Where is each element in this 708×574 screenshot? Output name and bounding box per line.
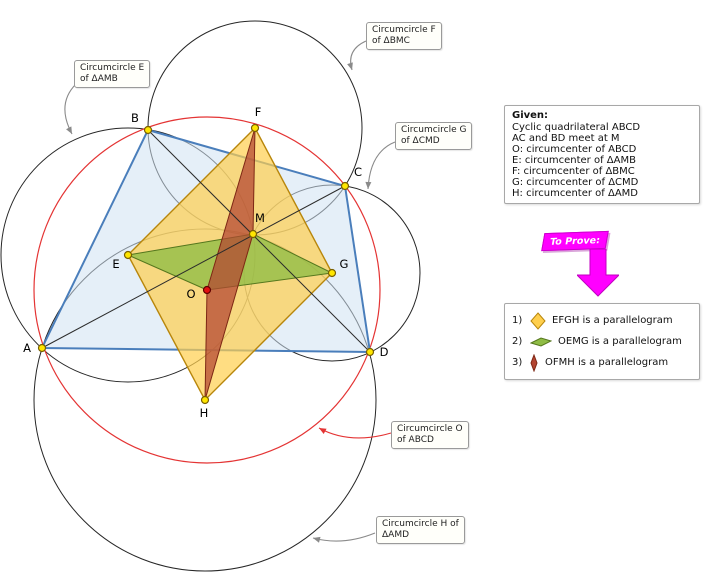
callout-circumcircle-F: Circumcircle F of ΔBMC bbox=[366, 22, 442, 50]
callout-circumcircle-H: Circumcircle H of ΔAMD bbox=[376, 516, 465, 544]
callout-text: Circumcircle H of bbox=[382, 519, 459, 529]
label-A: A bbox=[23, 341, 31, 355]
label-H: H bbox=[200, 406, 209, 420]
callout-circumcircle-O: Circumcircle O of ABCD bbox=[391, 421, 469, 449]
given-box: Given: Cyclic quadrilateral ABCD AC and … bbox=[504, 105, 700, 204]
label-F: F bbox=[255, 105, 262, 119]
prove-item-3: 3) OFMH is a parallelogram bbox=[512, 352, 692, 373]
label-M: M bbox=[255, 211, 265, 225]
point-A bbox=[37, 343, 47, 353]
point-M bbox=[248, 229, 258, 239]
leader-to-circle-O-arrowhead-icon bbox=[319, 428, 327, 434]
leader-to-circle-H-arrowhead-icon bbox=[313, 536, 321, 543]
given-line: F: circumcenter of ΔBMC bbox=[512, 166, 635, 177]
point-H bbox=[200, 395, 210, 405]
given-line: AC and BD meet at M bbox=[512, 133, 620, 144]
down-block-arrow-shape bbox=[577, 249, 619, 297]
yellow-parallelogram-icon bbox=[530, 311, 546, 330]
given-title: Given: bbox=[512, 110, 549, 121]
callout-text: Circumcircle F bbox=[372, 25, 436, 35]
prove-item-number: 2) bbox=[512, 336, 523, 347]
to-prove-label: To Prove: bbox=[549, 234, 601, 248]
point-F bbox=[250, 123, 260, 133]
point-B bbox=[143, 125, 153, 135]
prove-item-1: 1) EFGH is a parallelogram bbox=[512, 310, 692, 331]
label-D: D bbox=[380, 345, 389, 359]
point-D bbox=[365, 347, 375, 357]
leader-to-circle-E bbox=[64, 83, 77, 135]
prove-item-text: OEMG is a parallelogram bbox=[558, 336, 682, 347]
leader-to-circle-G-arrowhead-icon bbox=[365, 181, 372, 189]
prove-item-text: OFMH is a parallelogram bbox=[545, 357, 669, 368]
callout-text: Circumcircle E bbox=[80, 63, 145, 73]
label-B: B bbox=[131, 111, 139, 125]
leader-to-circle-G bbox=[367, 141, 396, 190]
given-line: H: circumcenter of ΔAMD bbox=[512, 188, 638, 199]
leader-to-circle-F-arrowhead-icon bbox=[347, 62, 353, 70]
label-E: E bbox=[112, 257, 119, 271]
leader-to-circle-E-arrowhead-icon bbox=[66, 126, 72, 134]
label-C: C bbox=[354, 165, 362, 179]
prove-box: 1) EFGH is a parallelogram 2) OEMG is a … bbox=[504, 303, 700, 380]
given-line: E: circumcenter of ΔAMB bbox=[512, 155, 636, 166]
red-parallelogram-icon bbox=[530, 353, 538, 372]
callout-text: of ΔBMC bbox=[372, 36, 410, 46]
green-parallelogram-icon bbox=[530, 336, 552, 347]
circumcircle-O-of-ABCD bbox=[33, 116, 381, 464]
prove-item-number: 3) bbox=[512, 357, 523, 368]
label-G: G bbox=[340, 257, 349, 271]
down-block-arrow-icon bbox=[577, 249, 619, 297]
callout-text: ΔAMD bbox=[382, 530, 410, 540]
callout-text: Circumcircle O bbox=[397, 424, 463, 434]
callout-text: of ΔAMB bbox=[80, 74, 118, 84]
leader-to-circle-F bbox=[350, 40, 367, 71]
given-line: O: circumcenter of ABCD bbox=[512, 144, 637, 155]
point-E bbox=[123, 250, 133, 260]
point-C bbox=[340, 181, 350, 191]
prove-item-text: EFGH is a parallelogram bbox=[552, 315, 673, 326]
diagonal-AC bbox=[41, 185, 346, 349]
given-line: G: circumcenter of ΔCMD bbox=[512, 177, 639, 188]
leader-to-circle-O bbox=[318, 427, 392, 439]
point-O bbox=[202, 285, 212, 295]
label-O: O bbox=[186, 287, 195, 301]
callout-text: Circumcircle G bbox=[401, 125, 467, 135]
leader-to-circle-H bbox=[312, 532, 376, 542]
callout-circumcircle-G: Circumcircle G of ΔCMD bbox=[395, 122, 473, 150]
prove-item-number: 1) bbox=[512, 315, 523, 326]
callout-text: of ABCD bbox=[397, 435, 434, 445]
point-G bbox=[327, 268, 337, 278]
given-line: Cyclic quadrilateral ABCD bbox=[512, 122, 641, 133]
diagonal-BD bbox=[147, 129, 371, 353]
callout-circumcircle-E: Circumcircle E of ΔAMB bbox=[74, 60, 151, 88]
callout-text: of ΔCMD bbox=[401, 136, 440, 146]
prove-item-2: 2) OEMG is a parallelogram bbox=[512, 331, 692, 352]
